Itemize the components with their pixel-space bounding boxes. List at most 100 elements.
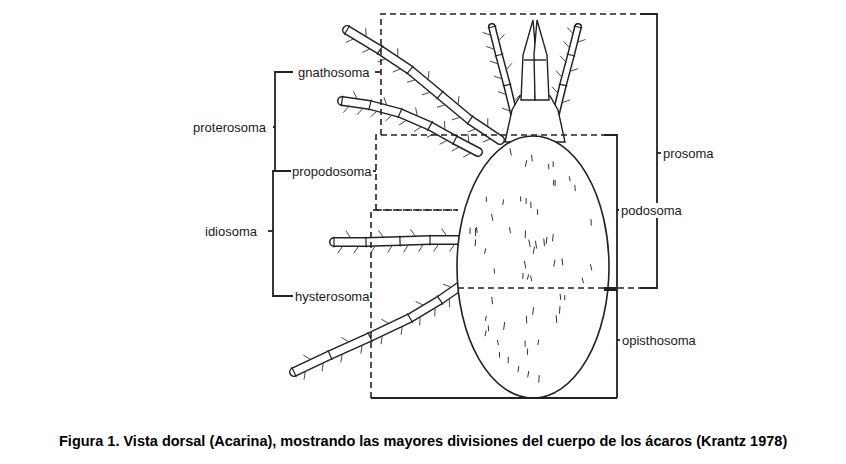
body-seta bbox=[569, 176, 570, 181]
body-seta bbox=[548, 164, 549, 169]
leg-seta bbox=[437, 105, 444, 107]
leg-seta bbox=[393, 69, 400, 72]
palp bbox=[492, 27, 515, 118]
figure-caption: Figura 1. Vista dorsal (Acarina), mostra… bbox=[59, 432, 787, 450]
leg-seta bbox=[397, 49, 398, 56]
body-seta bbox=[520, 197, 521, 202]
leg-seta bbox=[490, 61, 497, 63]
leg-seta bbox=[499, 35, 504, 40]
body-seta bbox=[484, 248, 485, 254]
leg-seta bbox=[365, 29, 366, 36]
body-seta bbox=[531, 276, 532, 282]
palp bbox=[492, 27, 515, 118]
leg-seta bbox=[371, 112, 376, 117]
leg bbox=[334, 240, 462, 242]
body-seta bbox=[561, 258, 563, 265]
body-seta bbox=[504, 322, 505, 330]
leg-seta bbox=[361, 346, 362, 353]
leg-joint bbox=[495, 54, 503, 56]
leg-seta bbox=[450, 245, 454, 251]
leg-seta bbox=[434, 245, 438, 251]
leg-seta bbox=[571, 69, 578, 71]
bracket bbox=[604, 290, 617, 398]
leg-seta bbox=[552, 87, 557, 92]
leg bbox=[294, 282, 466, 372]
body-seta bbox=[533, 247, 534, 254]
leader-line bbox=[371, 295, 372, 297]
bracket-tick bbox=[268, 230, 273, 232]
leg-seta bbox=[483, 33, 490, 35]
body-seta bbox=[491, 214, 492, 221]
body-seta bbox=[486, 197, 487, 202]
dashed-region bbox=[381, 14, 657, 135]
part-label: gnathosoma bbox=[297, 65, 371, 80]
leg-joint bbox=[328, 350, 332, 359]
body-seta bbox=[538, 375, 539, 382]
leg-seta bbox=[498, 92, 505, 94]
leg-seta bbox=[443, 284, 450, 287]
body-seta bbox=[497, 340, 499, 345]
leg-seta bbox=[468, 129, 475, 132]
bracket bbox=[275, 72, 293, 171]
leg-seta bbox=[428, 71, 430, 78]
body-seta bbox=[528, 371, 529, 377]
leg-seta bbox=[343, 107, 348, 112]
leg-seta bbox=[304, 372, 305, 379]
body-seta bbox=[582, 278, 583, 283]
mite-body bbox=[457, 136, 609, 398]
leg-joint bbox=[559, 84, 567, 86]
leg-seta bbox=[487, 47, 494, 49]
leg-seta bbox=[401, 327, 402, 334]
body-seta bbox=[522, 273, 524, 279]
leg-joint bbox=[344, 26, 349, 35]
leader-line bbox=[372, 170, 376, 172]
leg-seta bbox=[483, 139, 490, 142]
leg-seta bbox=[556, 71, 561, 76]
leg-joint bbox=[453, 136, 458, 145]
leg-seta bbox=[322, 364, 323, 371]
leg-seta bbox=[416, 302, 423, 305]
body-seta bbox=[488, 325, 489, 331]
dashed-region bbox=[376, 135, 617, 210]
leg bbox=[334, 240, 462, 242]
leg-seta bbox=[416, 108, 417, 115]
body-seta bbox=[527, 274, 528, 279]
leg-joint bbox=[407, 314, 412, 323]
leg-seta bbox=[452, 118, 459, 120]
body-seta bbox=[590, 264, 591, 270]
leg-seta bbox=[386, 116, 391, 121]
leg-seta bbox=[414, 127, 420, 131]
leg-seta bbox=[502, 108, 509, 110]
leg-seta bbox=[442, 229, 446, 235]
region-border bbox=[371, 397, 617, 399]
body-seta bbox=[554, 260, 555, 267]
bracket bbox=[640, 14, 657, 288]
body-seta bbox=[553, 180, 555, 186]
dashed-region bbox=[371, 210, 458, 398]
body-seta bbox=[502, 199, 504, 204]
leg bbox=[342, 101, 478, 152]
leg-joint bbox=[398, 108, 402, 117]
leg-seta bbox=[404, 246, 408, 252]
leg-seta bbox=[342, 338, 348, 342]
leg-seta bbox=[563, 100, 570, 102]
leader-line bbox=[375, 71, 381, 73]
leg-seta bbox=[354, 247, 358, 253]
body-seta bbox=[491, 297, 493, 304]
chelicera-joint bbox=[524, 59, 546, 60]
leg-seta bbox=[507, 64, 512, 69]
leg-seta bbox=[449, 300, 450, 307]
leg-seta bbox=[338, 247, 342, 253]
leg-seta bbox=[560, 56, 565, 61]
body-seta bbox=[546, 237, 548, 244]
leg bbox=[342, 101, 478, 152]
body-seta bbox=[591, 219, 592, 225]
body-seta bbox=[525, 160, 526, 167]
leg-seta bbox=[381, 337, 382, 344]
bracket-tick bbox=[657, 152, 661, 154]
body-seta bbox=[494, 268, 496, 273]
leg-joint bbox=[341, 96, 342, 106]
body-seta bbox=[525, 341, 526, 347]
body-seta bbox=[524, 261, 525, 269]
